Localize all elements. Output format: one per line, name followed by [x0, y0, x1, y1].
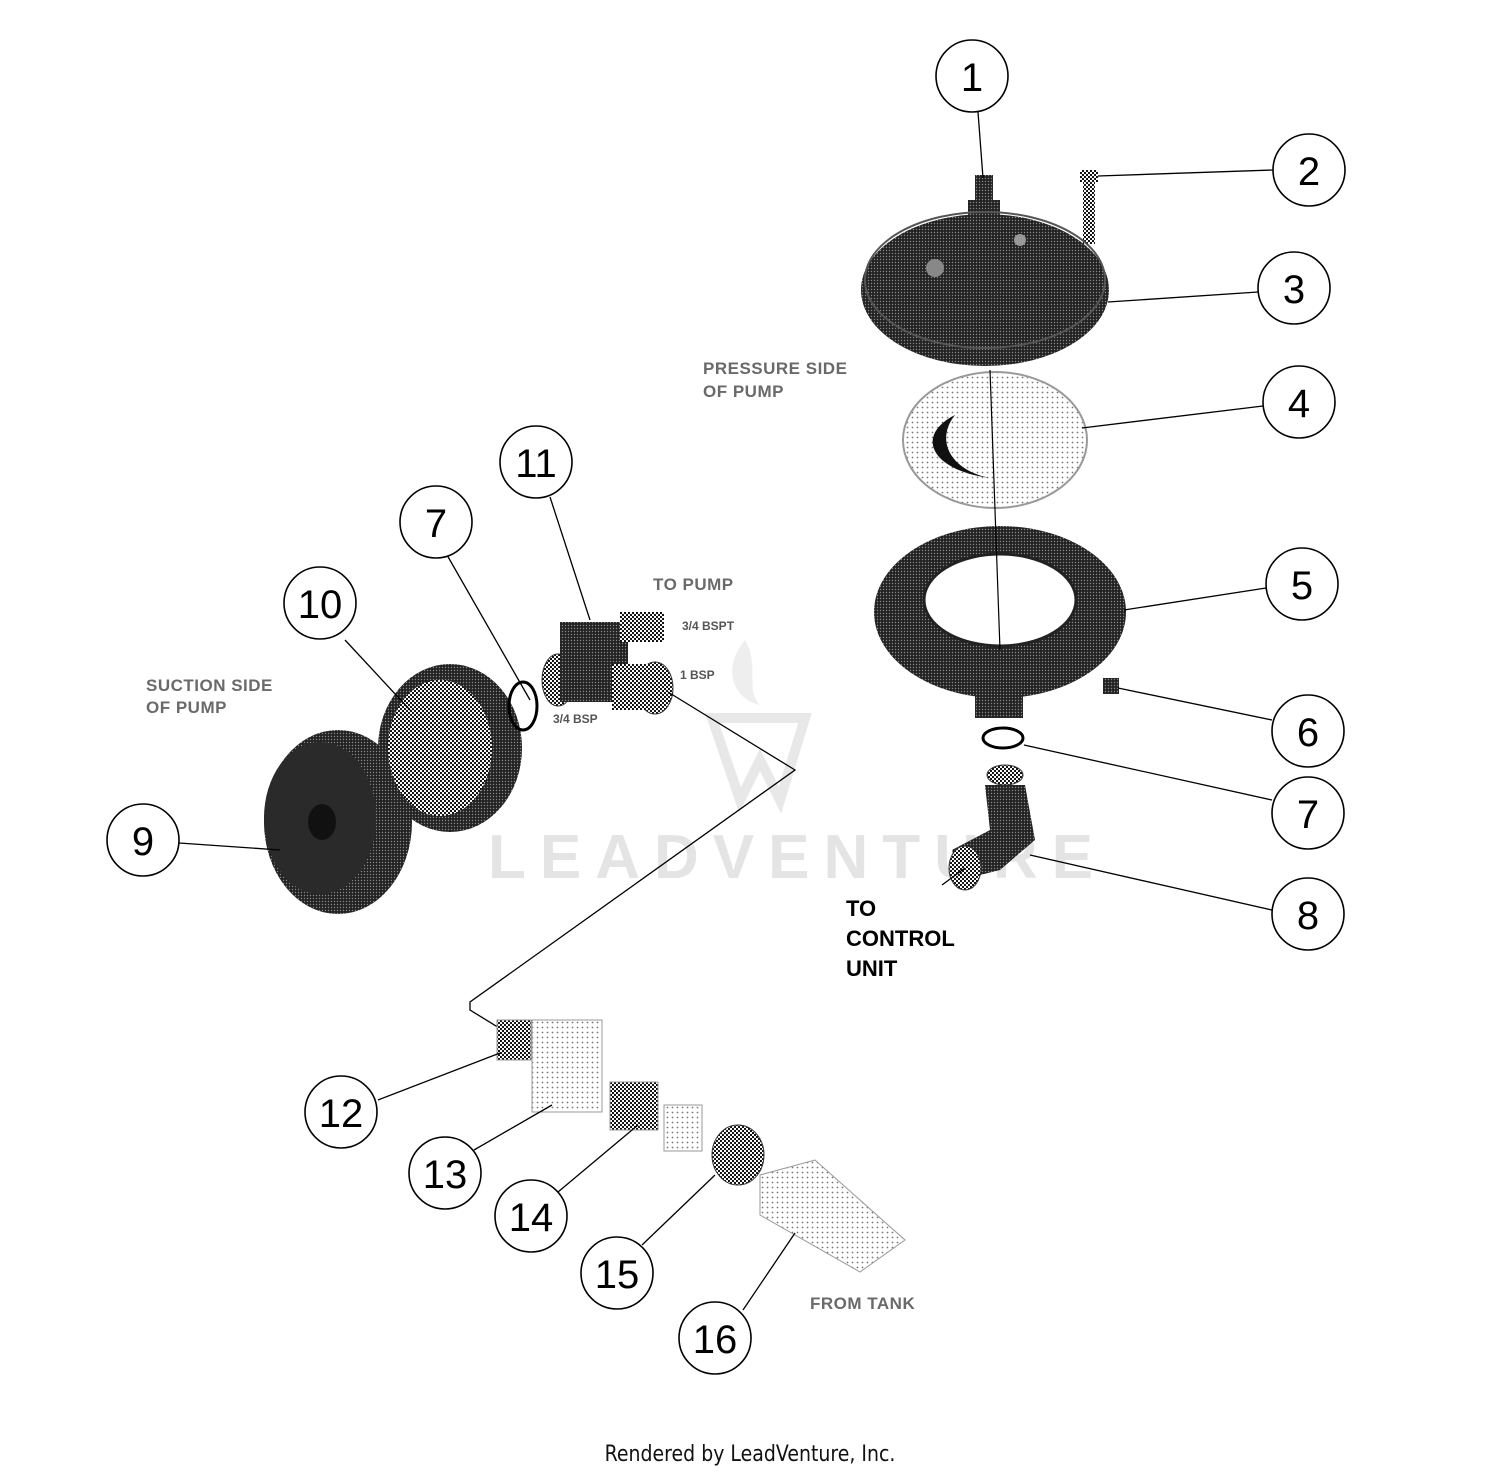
watermark-logo — [705, 640, 812, 814]
callout-15: 15 — [580, 1236, 654, 1310]
part-12-to-15-fittings — [496, 1019, 765, 1186]
label-pressure-side-line2: OF PUMP — [703, 382, 784, 401]
callout-number: 14 — [509, 1196, 554, 1240]
label-suction-side-line2: OF PUMP — [146, 698, 227, 717]
suction-hose-line — [469, 691, 797, 1051]
callout-number: 11 — [515, 442, 557, 486]
label-suction-side-line1: SUCTION SIDE — [146, 676, 273, 695]
callout-number: 8 — [1297, 894, 1319, 938]
callout-10: 10 — [283, 566, 357, 640]
callout-number: 12 — [319, 1092, 364, 1136]
callout-8: 8 — [1271, 877, 1345, 951]
callout-13: 13 — [408, 1136, 482, 1210]
part-7-o-ring-right — [981, 726, 1025, 750]
callout-number: 5 — [1291, 564, 1313, 608]
callout-number: 6 — [1297, 711, 1319, 755]
part-16-hose — [759, 1159, 906, 1273]
part-3-pump-cover — [861, 211, 1109, 366]
parts-diagram: LEADVENTURE — [106, 39, 1346, 1375]
leader-lines — [178, 111, 1274, 1311]
callout-3: 3 — [1257, 251, 1331, 325]
callout-number: 4 — [1288, 382, 1310, 426]
part-8-elbow-fitting — [948, 764, 1035, 891]
callout-number: 15 — [595, 1253, 640, 1297]
callout-12: 12 — [304, 1075, 378, 1149]
callout-7-left: 7 — [399, 485, 473, 559]
callout-number: 7 — [1297, 793, 1319, 837]
footer-credit: Rendered by LeadVenture, Inc. — [604, 1442, 896, 1467]
part-4-diaphragm — [902, 371, 1088, 509]
callout-5: 5 — [1265, 547, 1339, 621]
part-7-o-ring-left — [507, 680, 539, 732]
part-2-bolt — [1080, 170, 1098, 244]
label-from-tank: FROM TANK — [810, 1294, 915, 1313]
part-9-strainer-cap — [264, 730, 412, 914]
callout-number: 10 — [298, 583, 343, 627]
part-11-tee-fitting — [541, 612, 674, 715]
label-fitting-3-4-bspt: 3/4 BSPT — [682, 619, 735, 633]
callout-number: 9 — [132, 820, 154, 864]
callout-1: 1 — [935, 39, 1009, 113]
label-pressure-side-line1: PRESSURE SIDE — [703, 359, 847, 378]
part-6-screw — [1103, 678, 1119, 694]
label-to-control-unit: TO CONTROL UNIT — [846, 896, 955, 981]
callout-14: 14 — [494, 1179, 568, 1253]
callout-number: 13 — [423, 1153, 468, 1197]
callout-16: 16 — [678, 1301, 752, 1375]
label-to-control-unit-line3: UNIT — [846, 956, 898, 981]
callout-number: 7 — [425, 502, 447, 546]
label-to-pump: TO PUMP — [653, 575, 734, 594]
part-5-pump-housing-ring — [874, 526, 1126, 718]
callout-number: 3 — [1283, 268, 1305, 312]
label-pressure-side: PRESSURE SIDE OF PUMP — [703, 359, 847, 401]
callout-2: 2 — [1272, 133, 1346, 207]
callout-6: 6 — [1271, 694, 1345, 768]
assembly-axis-line — [989, 369, 1001, 651]
label-fitting-1-bsp: 1 BSP — [680, 668, 715, 682]
label-to-control-unit-line2: CONTROL — [846, 926, 955, 951]
callout-4: 4 — [1262, 365, 1336, 439]
callout-9: 9 — [106, 803, 180, 877]
callout-11: 11 — [499, 425, 573, 499]
part-10-filter-housing — [378, 664, 522, 832]
callout-number: 16 — [693, 1318, 738, 1362]
callout-7-right: 7 — [1271, 776, 1345, 850]
callout-number: 2 — [1298, 150, 1320, 194]
callout-number: 1 — [961, 56, 983, 100]
label-suction-side: SUCTION SIDE OF PUMP — [146, 676, 273, 717]
label-fitting-3-4-bsp: 3/4 BSP — [553, 712, 598, 726]
label-to-control-unit-line1: TO — [846, 896, 876, 921]
